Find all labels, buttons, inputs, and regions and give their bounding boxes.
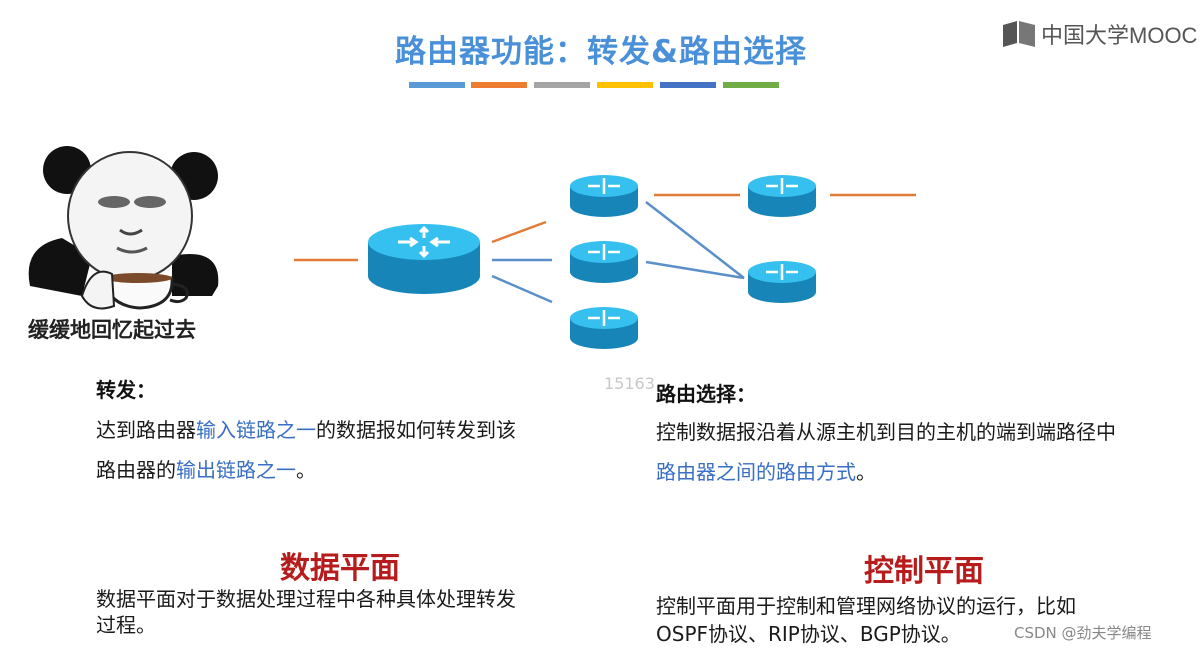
link-main-to-r1	[491, 220, 547, 244]
routing-line-1: 控制数据报沿着从源主机到目的主机的端到端路径中	[656, 420, 1116, 444]
page-title: 路由器功能：转发&路由选择	[394, 34, 808, 70]
forwarding-line-2: 路由器的输出链路之一。	[96, 458, 316, 482]
mooc-brand: 中国大学MOOC	[1003, 18, 1197, 50]
router-icon-1	[570, 175, 638, 217]
router-icon-3	[570, 307, 638, 349]
router-icon-2	[570, 241, 638, 283]
color-bar-2	[471, 82, 527, 88]
csdn-watermark: CSDN @劲夫学编程	[1014, 624, 1152, 642]
color-bar-6	[723, 82, 779, 88]
routing-label: 路由选择：	[656, 382, 756, 406]
link-r2-to-r5	[645, 260, 745, 280]
forwarding-highlight-input: 输入链路之一	[196, 418, 316, 442]
routing-highlight: 路由器之间的路由方式	[656, 460, 856, 484]
data-plane-description: 数据平面对于数据处理过程中各种具体处理转发 过程。	[96, 586, 616, 638]
color-bar-3	[534, 82, 590, 88]
router-icon-4	[748, 175, 816, 217]
routing-line-2: 路由器之间的路由方式。	[656, 460, 876, 484]
main-router-icon	[368, 224, 480, 294]
color-bar-5	[660, 82, 716, 88]
book-logo-icon	[1003, 21, 1035, 47]
data-plane-line-1: 数据平面对于数据处理过程中各种具体处理转发	[96, 587, 516, 611]
control-plane-title: 控制平面	[864, 554, 984, 589]
control-plane-line-2: OSPF协议、RIP协议、BGP协议。	[656, 622, 961, 646]
forwarding-highlight-output: 输出链路之一	[176, 458, 296, 482]
color-bar-1	[409, 82, 465, 88]
forwarding-label: 转发：	[96, 378, 156, 402]
panda-meme-image	[28, 146, 219, 310]
forwarding-line-1: 达到路由器输入链路之一的数据报如何转发到该	[96, 418, 516, 442]
link-main-to-r3	[491, 274, 553, 304]
link-r1-to-r5	[645, 201, 745, 279]
brand-name: 中国大学MOOC	[1041, 23, 1198, 48]
control-plane-description: 控制平面用于控制和管理网络协议的运行，比如 OSPF协议、RIP协议、BGP协议…	[656, 592, 1186, 648]
control-plane-line-1: 控制平面用于控制和管理网络协议的运行，比如	[656, 594, 1076, 618]
data-plane-line-2: 过程。	[96, 613, 156, 637]
meme-caption: 缓缓地回忆起过去	[28, 318, 196, 342]
forwarding-description: 达到路由器输入链路之一的数据报如何转发到该 路由器的输出链路之一。	[96, 410, 616, 490]
routing-description: 控制数据报沿着从源主机到目的主机的端到端路径中 路由器之间的路由方式。	[656, 412, 1196, 492]
router-network-diagram	[294, 175, 916, 349]
data-plane-title: 数据平面	[280, 551, 400, 586]
router-icon-5	[748, 261, 816, 303]
color-bar-4	[597, 82, 653, 88]
faint-watermark-number: 15163	[604, 374, 655, 393]
